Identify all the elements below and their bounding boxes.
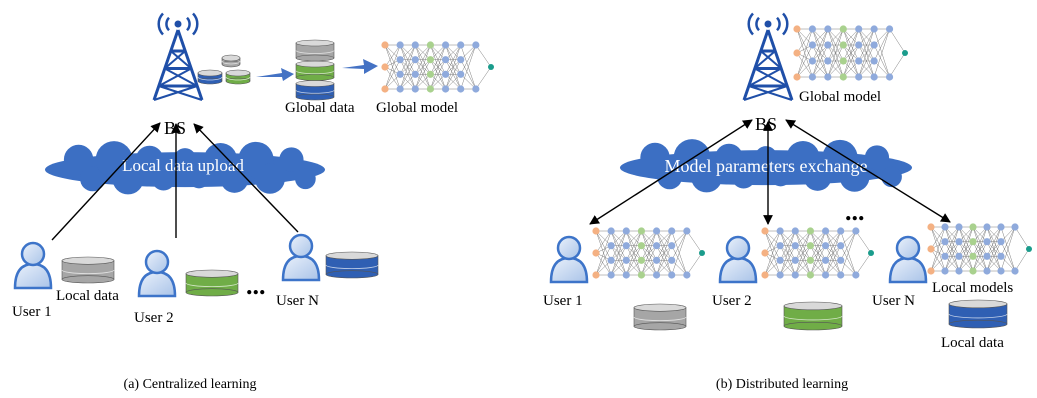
- tower-icon: [152, 12, 204, 101]
- user-1-label: User 1: [543, 293, 583, 309]
- global-data-database-icon: [295, 39, 335, 101]
- user-1-icon: [13, 241, 53, 290]
- bs-label: BS: [164, 118, 186, 138]
- tower-icon: [742, 12, 794, 101]
- upload-arrow: [256, 68, 294, 81]
- user-2-label: User 2: [134, 310, 174, 326]
- exchange-arrows: [589, 119, 951, 225]
- local-data-upload-cloud: [45, 141, 325, 195]
- user-2-label: User 2: [712, 293, 752, 309]
- panel-distributed: Global model BS Model parameters exchang…: [543, 12, 1032, 392]
- user-1-label: User 1: [12, 304, 52, 320]
- local-model-1-icon: [592, 227, 705, 279]
- user-n-label: User N: [276, 293, 319, 309]
- panel-centralized: Global data Global model BS Local data u…: [12, 12, 494, 392]
- local-data-gray-database-icon: [633, 303, 687, 331]
- user-n-icon: [281, 233, 321, 282]
- caption-a: (a) Centralized learning: [124, 377, 257, 392]
- global-model-label: Global model: [799, 89, 881, 105]
- caption-b: (b) Distributed learning: [716, 377, 848, 392]
- cloud-label: Model parameters exchange: [665, 156, 868, 176]
- user-n-icon: [888, 235, 928, 284]
- local-data-label: Local data: [941, 335, 1004, 351]
- small-database-icons: [197, 54, 251, 85]
- bs-label: BS: [755, 114, 777, 134]
- ellipsis: ...: [845, 197, 865, 226]
- local-model-n-icon: [927, 223, 1032, 275]
- local-data-green-database-icon: [783, 301, 843, 331]
- upload-arrows: [51, 122, 299, 241]
- model-arrow: [342, 59, 378, 74]
- local-data-blue-database-icon: [325, 251, 379, 279]
- local-data-green-database-icon: [185, 269, 239, 297]
- global-data-label: Global data: [285, 100, 355, 116]
- ellipsis: ...: [246, 271, 266, 300]
- global-model-label: Global model: [376, 100, 458, 116]
- global-model-icon: [793, 25, 908, 81]
- user-1-icon: [549, 235, 589, 284]
- user-2-icon: [718, 235, 758, 284]
- local-data-gray-database-icon: [61, 256, 115, 284]
- global-model-icon: [381, 41, 494, 93]
- local-models-label: Local models: [932, 280, 1013, 296]
- cloud-label: Local data upload: [122, 156, 244, 175]
- local-data-label: Local data: [56, 288, 119, 304]
- local-data-blue-database-icon: [948, 299, 1008, 329]
- local-model-2-icon: [761, 227, 874, 279]
- user-n-label: User N: [872, 293, 915, 309]
- user-2-icon: [137, 249, 177, 298]
